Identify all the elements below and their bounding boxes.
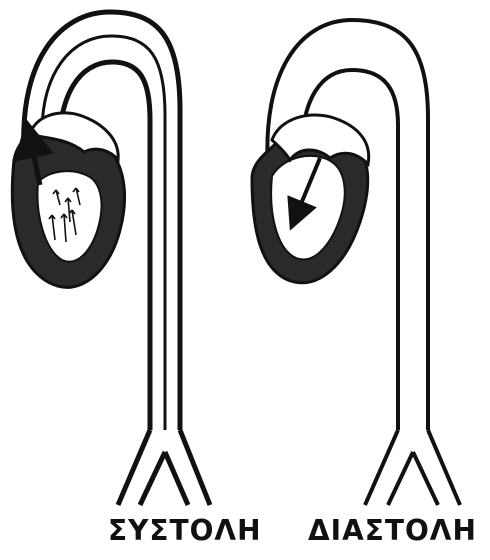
diastole-panel: [252, 20, 460, 505]
systole-heart: [12, 113, 124, 287]
systole-caption: ΣΥΣΤΟΛΗ: [108, 514, 262, 547]
systole-panel: [12, 12, 210, 505]
diastole-heart: [252, 115, 369, 283]
diastole-caption: ΔΙΑΣΤΟΛΗ: [308, 514, 477, 547]
